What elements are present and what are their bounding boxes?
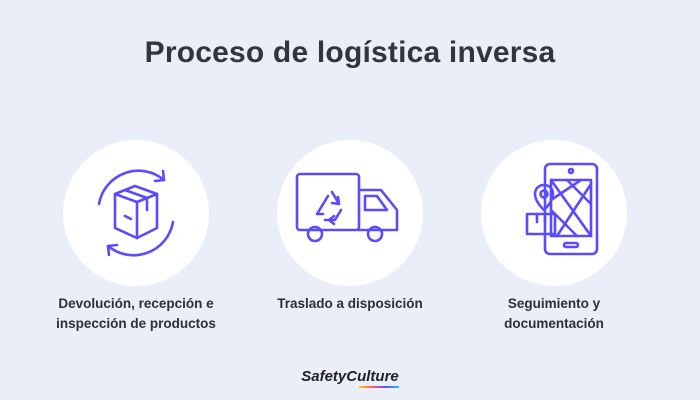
- step-circle: [481, 140, 627, 286]
- phone-map-tracking-icon: [525, 162, 599, 256]
- page-title: Proceso de logística inversa: [144, 36, 556, 69]
- step-circle: [277, 140, 423, 286]
- step-label-line2: documentación: [504, 316, 604, 331]
- logo-text-safety: Safety: [301, 368, 347, 385]
- step-tracking: Seguimiento y documentación: [434, 140, 674, 334]
- step-returns: Devolución, recepción e inspección de pr…: [16, 140, 256, 334]
- step-label-line1: Traslado a disposición: [277, 296, 423, 311]
- logo-text-culture: Culture: [346, 368, 399, 385]
- step-circle: [63, 140, 209, 286]
- step-label-line1: Seguimiento y: [507, 296, 601, 311]
- step-label-line2: inspección de productos: [56, 316, 216, 331]
- logo-gradient-bar: [359, 386, 399, 388]
- safetyculture-logo: SafetyCulture: [0, 368, 700, 388]
- step-label-line1: Devolución, recepción e: [58, 296, 214, 311]
- step-transport: Traslado a disposición: [230, 140, 470, 314]
- recycle-truck-icon: [295, 172, 399, 243]
- box-cycle-icon: [97, 169, 175, 257]
